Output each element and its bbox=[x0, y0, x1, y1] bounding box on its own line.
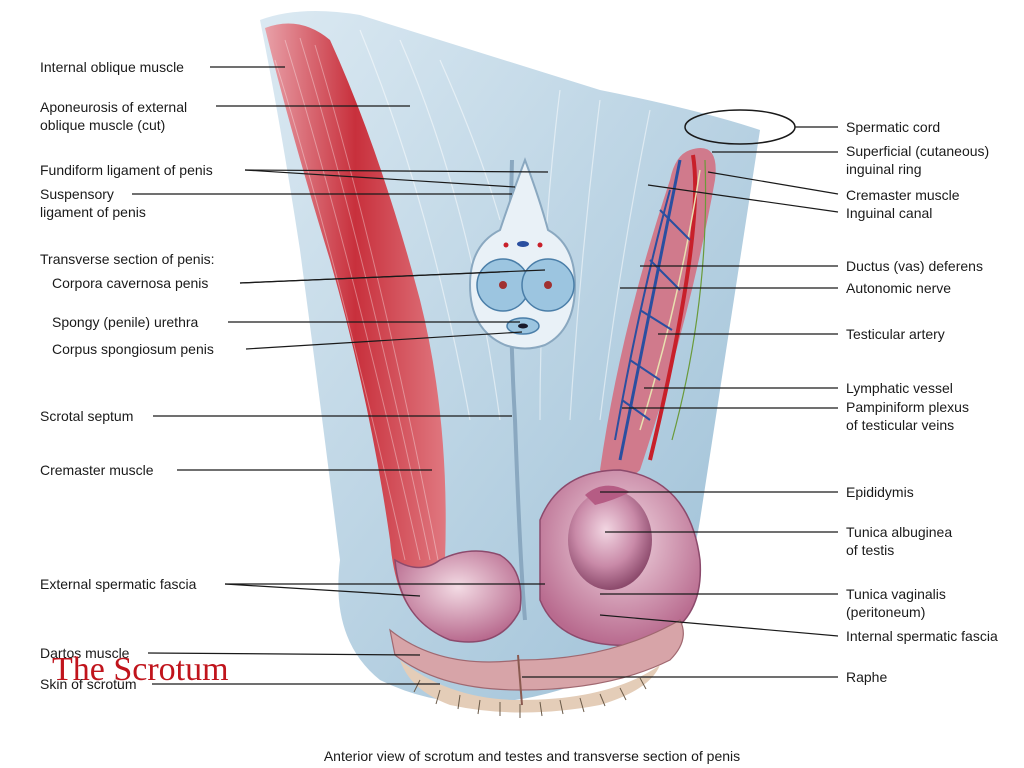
label-autonomic-nerve: Autonomic nerve bbox=[846, 280, 952, 296]
testis-shape bbox=[568, 490, 652, 590]
label-dartos-muscle: Dartos muscle bbox=[40, 645, 130, 661]
label-transverse-section: Transverse section of penis: bbox=[40, 251, 215, 267]
label-suspensory-ligament: Suspensory ligament of penis bbox=[40, 186, 146, 220]
muscle-fibres bbox=[274, 37, 439, 561]
hair-strokes bbox=[413, 677, 647, 718]
label-internal-spermatic-fascia: Internal spermatic fascia bbox=[846, 628, 998, 644]
label-scrotal-septum: Scrotal septum bbox=[40, 408, 134, 424]
skin-shape bbox=[400, 660, 660, 713]
label-testicular-artery: Testicular artery bbox=[846, 326, 945, 342]
slide-title: The Scrotum bbox=[52, 651, 229, 688]
left-testis-shape bbox=[394, 550, 522, 643]
epididymis-shape bbox=[585, 485, 630, 505]
label-lymphatic-vessel: Lymphatic vessel bbox=[846, 380, 953, 396]
label-spermatic-cord: Spermatic cord bbox=[846, 119, 941, 135]
label-fundiform-ligament: Fundiform ligament of penis bbox=[40, 162, 213, 178]
leader-lines-right bbox=[522, 126, 839, 678]
figure-caption: Anterior view of scrotum and testes and … bbox=[323, 748, 741, 764]
raphe-shape bbox=[517, 654, 523, 706]
label-spongy-urethra: Spongy (penile) urethra bbox=[52, 314, 199, 330]
label-superficial-inguinal-ring: Superficial (cutaneous) inguinal ring bbox=[846, 143, 990, 177]
label-tunica-vaginalis: Tunica vaginalis (peritoneum) bbox=[846, 586, 946, 620]
label-pampiniform-plexus: Pampiniform plexus of testicular veins bbox=[846, 399, 969, 433]
label-corpora-cavernosa: Corpora cavernosa penis bbox=[52, 275, 209, 291]
leader-lines-left bbox=[132, 66, 549, 685]
spermatic-cord-shape bbox=[600, 148, 716, 480]
label-external-spermatic-fascia: External spermatic fascia bbox=[40, 576, 197, 592]
label-ductus-deferens: Ductus (vas) deferens bbox=[846, 258, 983, 274]
label-aponeurosis: Aponeurosis of external oblique muscle (… bbox=[40, 99, 188, 133]
label-tunica-albuginea: Tunica albuginea of testis bbox=[846, 524, 953, 558]
label-skin-of-scrotum: Skin of scrotum bbox=[40, 676, 137, 692]
label-cremaster-muscle-left: Cremaster muscle bbox=[40, 462, 154, 478]
label-internal-oblique-muscle: Internal oblique muscle bbox=[40, 59, 184, 75]
label-cremaster-muscle-right: Cremaster muscle bbox=[846, 187, 960, 203]
label-raphe: Raphe bbox=[846, 669, 888, 685]
label-epididymis: Epididymis bbox=[846, 484, 914, 500]
dartos-shape bbox=[389, 619, 684, 691]
label-inguinal-canal: Inguinal canal bbox=[846, 205, 933, 221]
label-corpus-spongiosum: Corpus spongiosum penis bbox=[52, 341, 214, 357]
